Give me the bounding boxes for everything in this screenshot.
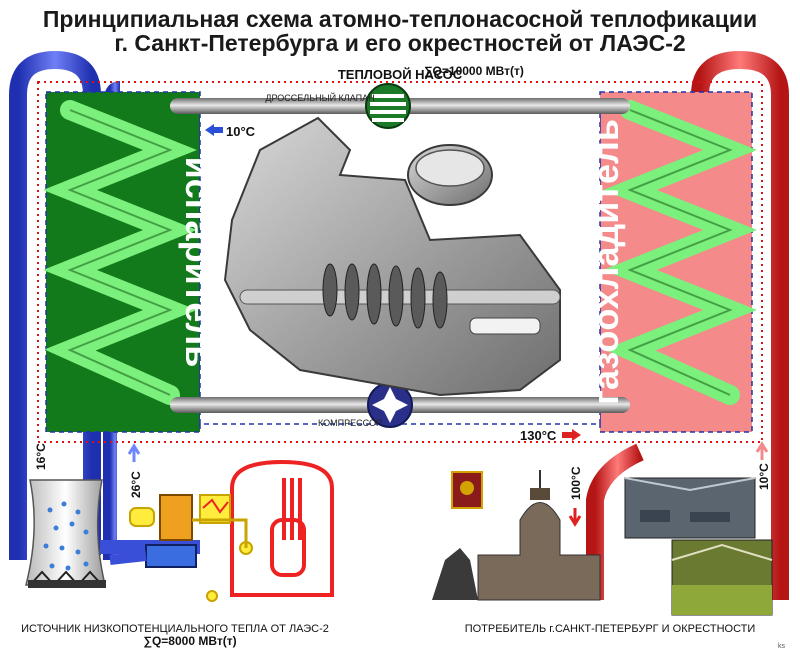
source-supply-temp: 26°C [129, 471, 143, 498]
gascooler-out-arrow-icon [562, 429, 581, 441]
compressor-label: КОМПРЕССОР [318, 418, 382, 428]
heat-pump-label: ТЕПЛОВОЙ НАСОС [338, 67, 463, 82]
source-caption: ИСТОЧНИК НИЗКОПОТЕНЦИАЛЬНОГО ТЕПЛА ОТ ЛА… [21, 623, 329, 635]
source-supply-arrow-icon [127, 443, 141, 462]
consumer-supply-temp: 100°C [569, 466, 583, 500]
throttle-valve-icon [365, 83, 411, 129]
gascooler-out-temp: 130°C [520, 428, 557, 443]
title-line-2: г. Санкт-Петербурга и его окрестностей о… [114, 30, 686, 56]
throttle-valve-label: ДРОССЕЛЬНЫЙ КЛАПАН [265, 92, 374, 103]
red-water-loop [586, 50, 789, 600]
evaporator-label: испаритель [178, 157, 219, 368]
compressor-machine [223, 116, 561, 397]
cooling-tower-temp: 16°C [34, 443, 48, 470]
heat-pump-boundary [37, 81, 763, 443]
evap-out-temp: 10°C [226, 124, 256, 139]
source-capacity: ∑Q=8000 МВт(т) [143, 634, 236, 648]
consumer-city-illustration [432, 470, 601, 601]
title-line-1: Принципиальная схема атомно-теплонасосно… [42, 6, 758, 32]
gas-cooler-label: газоохладитель [585, 119, 626, 405]
signature: ks [778, 643, 786, 650]
consumer-supply-arrow-icon [568, 508, 582, 527]
greenhouse-photo-2 [671, 539, 773, 616]
cooling-tower [25, 479, 106, 588]
evap-out-arrow-icon [205, 124, 223, 136]
heat-pump-capacity-label: ∑Q=10000 МВт(т) [424, 64, 524, 78]
consumer-return-arrow-icon [755, 441, 769, 460]
consumer-return-temp: 10°C [757, 463, 771, 490]
nuclear-plant-schematic [109, 459, 334, 602]
consumer-caption: ПОТРЕБИТЕЛЬ г.САНКТ-ПЕТЕРБУРГ И ОКРЕСТНО… [465, 623, 756, 635]
greenhouse-photo-1 [624, 477, 756, 539]
